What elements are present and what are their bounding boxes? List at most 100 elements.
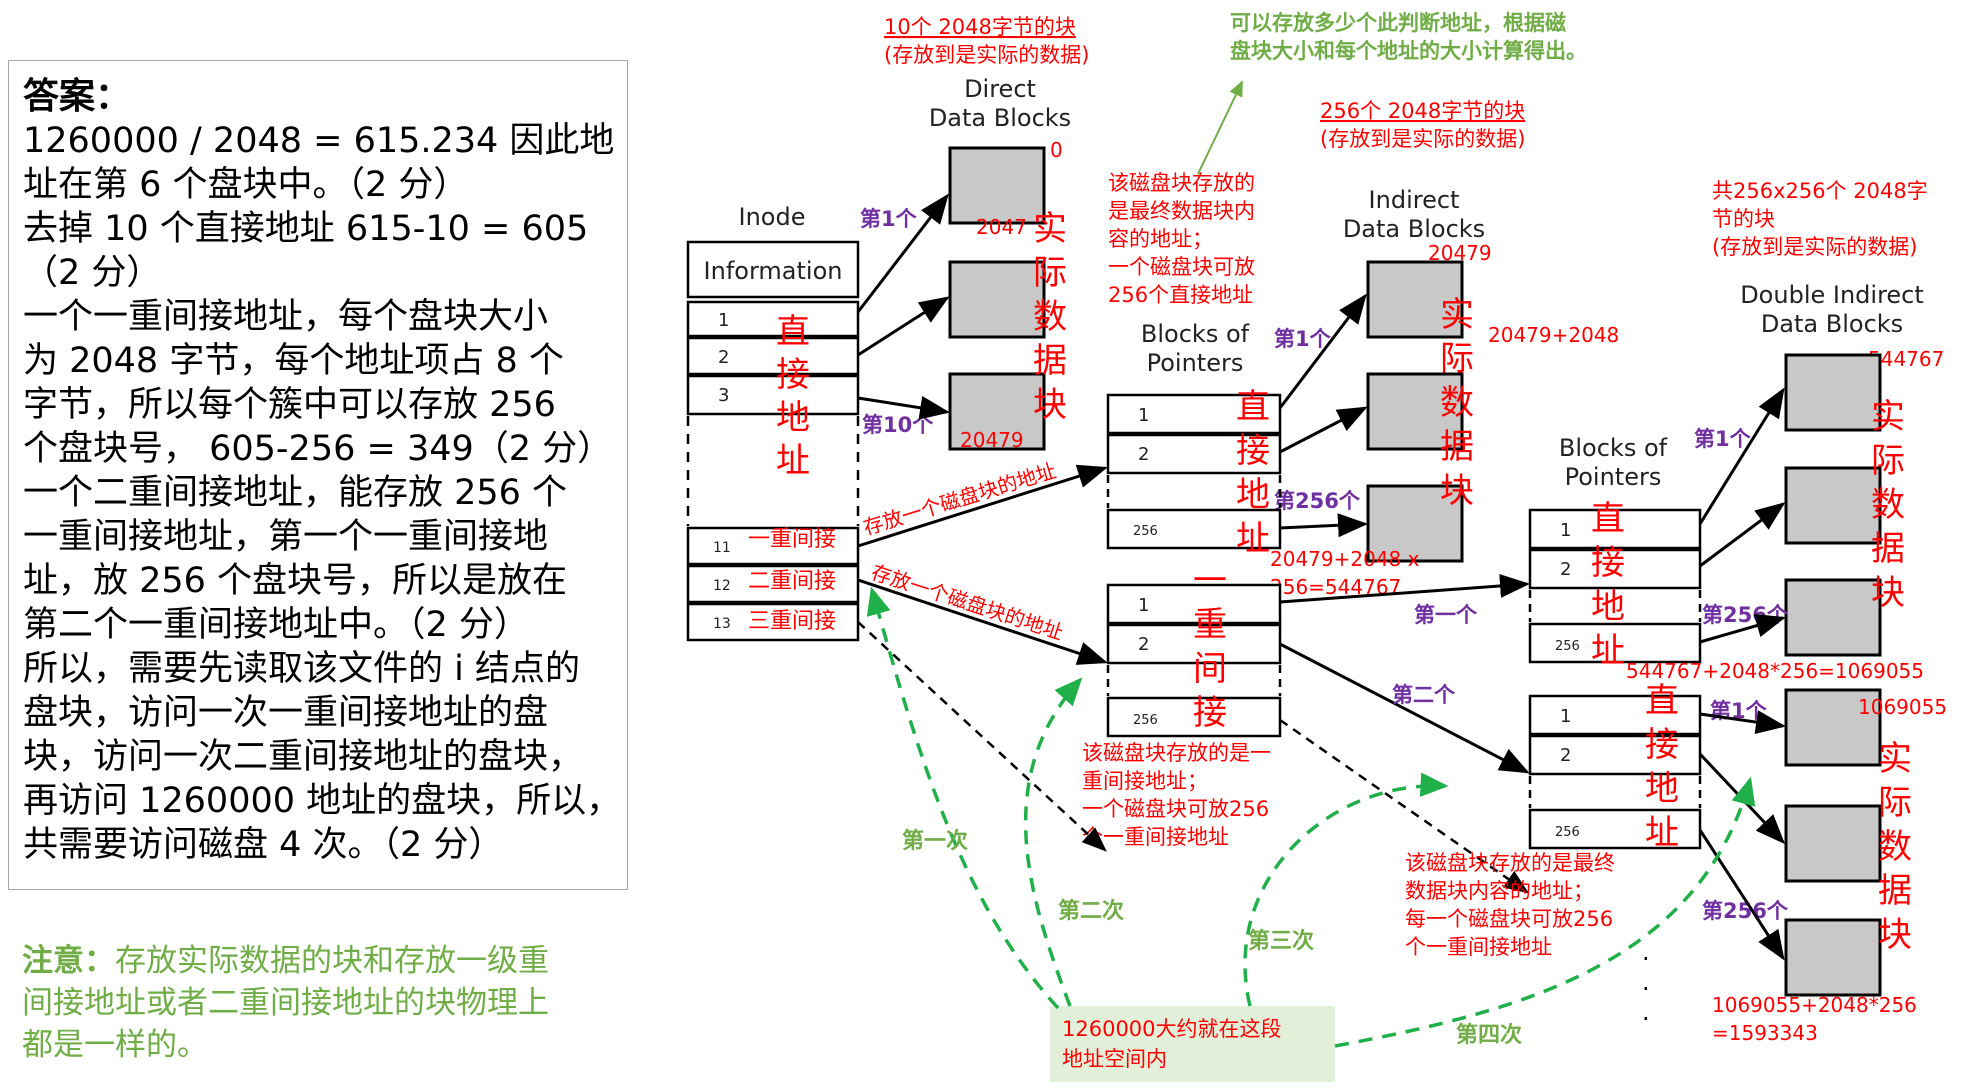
inode-row-13-label: 三重间接 [748,609,836,634]
direct-value-0: 0 [1050,138,1063,162]
single-ptr-vertical-char: 直 [1236,387,1270,427]
answer-line: 盘块，访问一次一重间接地址的盘 [23,693,549,733]
access-path-third [1243,772,1449,1007]
double-ptr-row-2 [1106,623,1282,665]
indirect-block-second [1366,372,1464,451]
single-ptr-row-256 [1106,508,1282,550]
arrow-dd-a3 [1699,613,1786,644]
inode-row-13-num: 13 [713,616,731,632]
level2-a-vertical-char: 直 [1591,499,1625,539]
double-data-vertical-a: 际 [1871,441,1905,481]
single-ptr-header-2: Pointers [1147,349,1244,377]
inode-direct-char: 地 [776,398,810,438]
single-ptr-row-256-num: 256 [1133,524,1158,539]
double-data-block-3 [1784,578,1882,657]
inode-title: Inode [739,203,806,231]
level2-note: 该磁盘块存放的是最终 [1405,851,1615,875]
level2-note: 每一个磁盘块可放256 [1405,907,1613,931]
green-note-1: 可以存放多少个此判断地址，根据磁 [1230,11,1566,35]
level2-b-vertical-char: 直 [1645,681,1679,721]
answer-line: 第二个一重间接地址中。（2 分） [23,605,529,645]
level2-b-row-256-num: 256 [1555,825,1580,840]
double-data-header-2: Data Blocks [1761,310,1903,338]
level2-a-row-256-num: 256 [1555,639,1580,654]
double-data-vertical-b: 际 [1878,783,1912,823]
indirect-block-first [1366,260,1464,339]
note-line: 存放实际数据的块和存放一级重 [115,943,549,979]
direct-value-20479: 20479 [960,428,1024,452]
inode-row-12-label: 二重间接 [748,569,836,594]
answer-line: （2 分） [23,253,162,293]
arrow-dd-b1 [1699,710,1786,735]
green-note-2: 盘块大小和每个地址的大小计算得出。 [1230,39,1587,63]
double-ptr-row-1 [1106,583,1282,625]
double-data-value-mid: 544767+2048*256=1069055 [1626,659,1924,683]
indirect-note-1: 256个 2048字节的块 [1320,99,1525,123]
double-data-last-a: 第256个 [1702,603,1789,627]
level2-a-row-2-num: 2 [1560,559,1571,580]
direct-first-label: 第1个 [860,207,918,231]
arrow-direct-1 [856,193,949,313]
arrow-dd-a2 [1699,502,1786,568]
double-data-block-6 [1784,918,1882,997]
direct-vertical-char: 实 [1033,209,1067,249]
access-label-fourth: 第四次 [1456,1022,1522,1048]
arrow-direct-3 [857,395,950,420]
inode-row-3-num: 3 [718,385,729,406]
arrow-indirect-1 [1278,293,1367,409]
level2-a-vertical-char: 址 [1591,631,1625,671]
direct-vertical-char: 数 [1033,297,1067,337]
arrow-inode-single [857,464,1108,548]
inode-row-3 [686,374,860,416]
arrow-dd-b3 [1698,829,1785,961]
indirect-vertical-char: 数 [1440,383,1474,423]
level2-b-row-2-num: 2 [1560,745,1571,766]
arrow-inode-triple [857,621,1107,852]
double-ptr-note: 一个磁盘块可放256 [1082,797,1269,821]
level2-a-row-256 [1528,622,1702,664]
direct-tenth-label: 第10个 [862,413,934,437]
double-data-header-1: Double Indirect [1740,281,1924,309]
access-label-third: 第三次 [1248,928,1314,954]
level2-b-row-1-num: 1 [1560,706,1571,727]
arrow-level2-second [1279,642,1530,774]
inode-info-cell [686,240,860,299]
level2-ellipsis-dot: . [1642,938,1650,966]
access-label-first: 第一次 [902,828,968,854]
indirect-vertical-char: 实 [1440,295,1474,335]
indirect-header-1: Indirect [1369,186,1460,214]
double-ptr-vertical-char: 重 [1193,605,1227,645]
level2-a-vertical-char: 地 [1591,587,1625,627]
indirect-value-next: 20479+2048 [1488,323,1619,347]
arrow-double-text: 存放一个磁盘块的地址 [868,560,1066,645]
inode-row-12-num: 12 [713,578,731,594]
level2-a-row-1-num: 1 [1560,520,1571,541]
indirect-value-end-1: 20479+2048 x [1270,547,1420,571]
inode-row-2 [686,336,860,376]
double-ptr-row-1-num: 1 [1138,595,1149,616]
double-ptr-row-2-num: 2 [1138,634,1149,655]
indirect-vertical-char: 据 [1440,427,1474,467]
inode-direct-char: 接 [776,355,810,395]
level2-a-vertical-char: 接 [1591,543,1625,583]
answer-line: 址在第 6 个盘块中。（2 分） [23,165,469,205]
level2-a-row-1 [1528,508,1702,550]
level2-ellipsis-dot: . [1642,998,1650,1026]
access-label-second: 第二次 [1058,898,1124,924]
double-data-vertical-a: 实 [1871,397,1905,437]
level2-note: 数据块内容的地址； [1405,879,1594,903]
indirect-header-2: Data Blocks [1343,215,1485,243]
arrow-direct-2 [857,296,950,357]
double-data-value-end-1: 1069055+2048*256 [1712,993,1917,1017]
double-data-last-b: 第256个 [1702,899,1789,923]
double-data-value-end-2: =1593343 [1712,1021,1818,1045]
direct-note-1: 10个 2048字节的块 [884,15,1076,39]
address-range-text-2: 地址空间内 [1062,1047,1167,1071]
double-ptr-note: 重间接地址； [1082,769,1208,793]
double-data-block-2 [1784,466,1882,545]
arrow-indirect-2 [1279,406,1368,454]
indirect-first-label: 第1个 [1274,327,1332,351]
level2-first-label: 第一个 [1414,603,1478,627]
level2-b-row-256 [1528,808,1702,850]
